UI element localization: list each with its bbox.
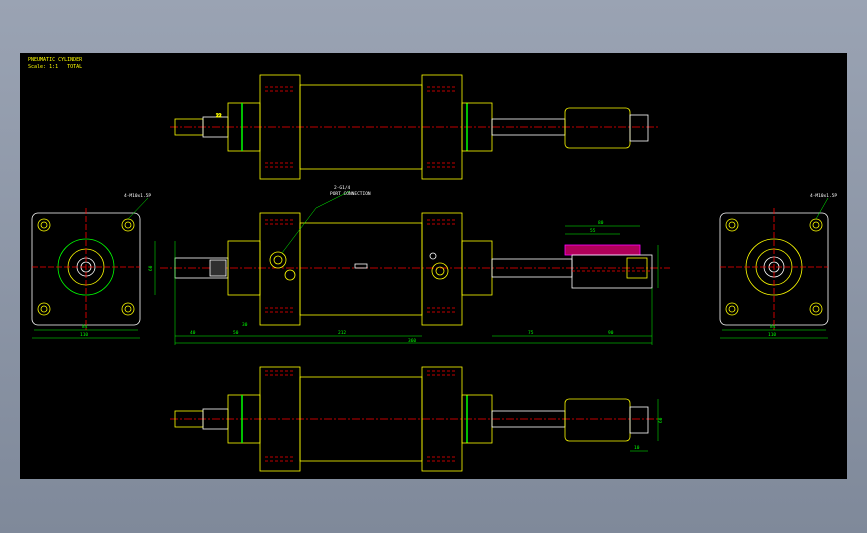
dim-body: 212 [338, 330, 346, 336]
right-end-view [719, 197, 829, 339]
dim-overall: 360 [408, 338, 416, 344]
left-end-view [31, 197, 149, 339]
top-clevis-body [564, 107, 631, 149]
port-callout: 2-G1/4 [334, 185, 351, 191]
top-view: 22 [170, 74, 660, 180]
title-line-1: PNEUMATIC CYLINDER [28, 57, 83, 63]
right-dim-width: 110 [768, 332, 776, 338]
port-callout-sub: PORT CONNECTION [330, 191, 371, 197]
dim-bore: 60 [148, 265, 154, 271]
dim-rod-b: 50 [233, 330, 239, 336]
title-line-2: Scale: 1:1 TOTAL [28, 64, 83, 70]
dim-bottom-clevis: 60 [658, 417, 664, 423]
port-a [269, 251, 287, 269]
middle-view [160, 212, 670, 326]
middle-barrel [299, 222, 423, 316]
left-dim-width: 110 [80, 332, 88, 338]
right-callout: 4-M10x1.5P [810, 193, 837, 199]
top-barrel [299, 84, 423, 170]
dim-clevis-top: 80 [598, 220, 604, 226]
cad-drawing: 22 [31, 74, 837, 472]
title-block: PNEUMATIC CYLINDER Scale: 1:1 TOTAL [28, 57, 82, 71]
dim-step: 30 [242, 322, 248, 328]
dim-bottom-small: 10 [634, 445, 640, 451]
bottom-view [170, 366, 660, 472]
dim-stroke: 75 [528, 330, 534, 336]
port-b [431, 262, 449, 280]
dim-clevis: 90 [608, 330, 614, 336]
drawing-viewport[interactable]: PNEUMATIC CYLINDER Scale: 1:1 TOTAL [20, 53, 847, 479]
clevis-hatch [564, 244, 641, 256]
dim-rod-a: 40 [190, 330, 196, 336]
middle-dimensions [154, 190, 659, 345]
left-callout: 4-M10x1.5P [124, 193, 151, 199]
dim-clevis-sub: 55 [590, 228, 596, 234]
left-dim-inner: 84 [82, 324, 88, 330]
dim-front-face: 22 [216, 113, 222, 119]
right-dim-inner: 84 [770, 324, 776, 330]
bottom-barrel [299, 376, 423, 462]
